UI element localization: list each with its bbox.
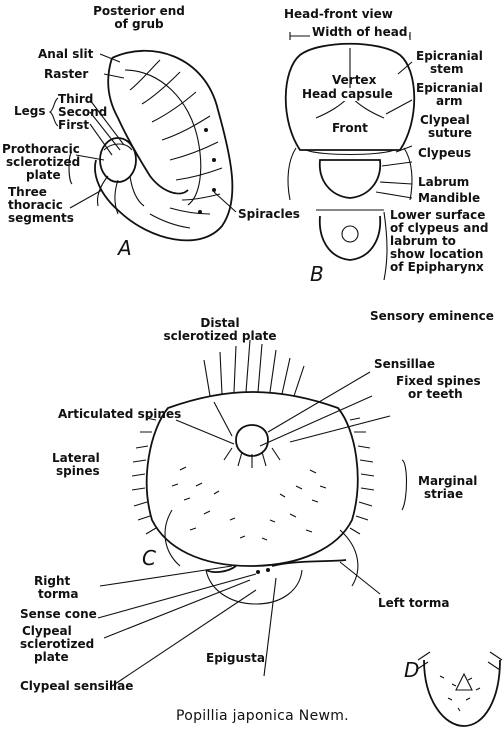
label-anal-slit: Anal slit: [38, 48, 93, 61]
label-labrum: Labrum: [418, 176, 469, 189]
label-sensory-eminence: Sensory eminence: [370, 310, 494, 323]
label-distal-line2: sclerotized plate: [150, 330, 290, 343]
label-fixed-spines-line2: or teeth: [408, 388, 463, 401]
label-clypeal-plate-line3: plate: [34, 651, 69, 664]
label-prothoracic-line3: plate: [26, 169, 61, 182]
panel-letter-b: B: [310, 264, 324, 284]
label-clypeal-suture-line2: suture: [428, 127, 472, 140]
label-clypeus: Clypeus: [418, 147, 471, 160]
label-head-front-view: Head-front view: [284, 8, 393, 21]
label-lateral-spines-line2: spines: [56, 465, 100, 478]
label-vertex: Vertex: [332, 74, 376, 87]
label-leg-first: First: [58, 119, 89, 132]
label-head-capsule: Head capsule: [302, 88, 393, 101]
label-raster: Raster: [44, 68, 88, 81]
epipharynx-drawing: [98, 340, 407, 686]
label-spiracles: Spiracles: [238, 208, 300, 221]
label-marginal-striae-line2: striae: [424, 488, 463, 501]
label-epigusta: Epigusta: [206, 652, 265, 665]
label-posterior-end-line2: of grub: [84, 18, 194, 31]
label-clypeal-sensillae: Clypeal sensillae: [20, 680, 133, 693]
panel-letter-c: C: [142, 548, 156, 568]
label-legs: Legs: [14, 105, 46, 118]
label-left-torma: Left torma: [378, 597, 449, 610]
label-articulated-spines: Articulated spines: [58, 408, 181, 421]
label-epicranial-arm-line2: arm: [436, 95, 463, 108]
label-mandible: Mandible: [418, 192, 480, 205]
label-epicranial-stem-line2: stem: [430, 63, 464, 76]
label-sensillae: Sensillae: [374, 358, 435, 371]
label-right-torma-line2: torma: [38, 588, 79, 601]
label-three-thoracic-line3: segments: [8, 212, 74, 225]
label-lower-surface-line5: of Epipharynx: [390, 261, 484, 274]
panel-d-drawing: [416, 652, 502, 726]
panel-letter-d: D: [404, 660, 419, 680]
panel-letter-a: A: [118, 238, 132, 258]
figure-caption: Popillia japonica Newm.: [176, 710, 349, 723]
label-sense-cone: Sense cone: [20, 608, 97, 621]
label-front: Front: [332, 122, 368, 135]
label-width-of-head: Width of head: [310, 26, 409, 39]
